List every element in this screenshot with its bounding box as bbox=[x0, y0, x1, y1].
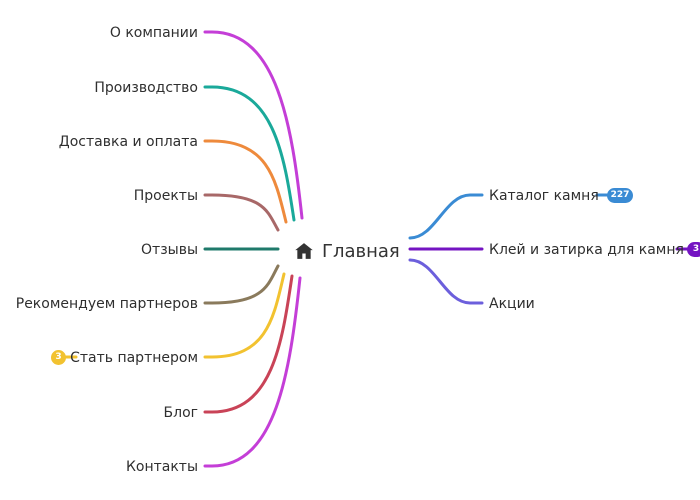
home-icon bbox=[295, 243, 313, 259]
connector-left-1 bbox=[203, 85, 296, 222]
connector-left-3 bbox=[203, 193, 280, 232]
root-label: Главная bbox=[322, 240, 400, 262]
connector-right-2 bbox=[408, 258, 484, 305]
node-proizvodstvo[interactable]: Производство bbox=[94, 80, 198, 96]
root-node[interactable]: Главная bbox=[290, 238, 404, 264]
node-blog[interactable]: Блог bbox=[163, 405, 198, 421]
node-stat-partnerom[interactable]: Стать партнером bbox=[70, 350, 198, 366]
node-o-kompanii[interactable]: О компании bbox=[109, 25, 198, 41]
connector-left-7 bbox=[203, 274, 294, 414]
node-katalog-kamnya[interactable]: Каталог камня bbox=[489, 188, 599, 204]
klei-i-zatirka-count-badge[interactable]: 3 bbox=[687, 242, 700, 257]
node-aktsii[interactable]: Акции bbox=[489, 296, 535, 312]
node-kontakty[interactable]: Контакты bbox=[125, 459, 198, 475]
node-dostavka-i-oplata[interactable]: Доставка и оплата bbox=[58, 134, 198, 150]
node-rekomenduem-partnerov[interactable]: Рекомендуем партнеров bbox=[15, 296, 198, 312]
connector-left-5 bbox=[203, 264, 280, 305]
stat-partnerom-count-badge[interactable]: 3 bbox=[51, 350, 66, 365]
connector-left-2 bbox=[203, 139, 288, 224]
katalog-kamnya-count-badge[interactable]: 227 bbox=[607, 188, 633, 203]
connector-left-6 bbox=[203, 272, 286, 359]
node-otzyvy[interactable]: Отзывы bbox=[141, 242, 198, 258]
node-proekty[interactable]: Проекты bbox=[133, 188, 198, 204]
connector-left-8 bbox=[203, 276, 302, 468]
connector-left-0 bbox=[203, 30, 304, 220]
node-klei-i-zatirka[interactable]: Клей и затирка для камня bbox=[489, 242, 684, 258]
connector-right-0 bbox=[408, 193, 484, 240]
